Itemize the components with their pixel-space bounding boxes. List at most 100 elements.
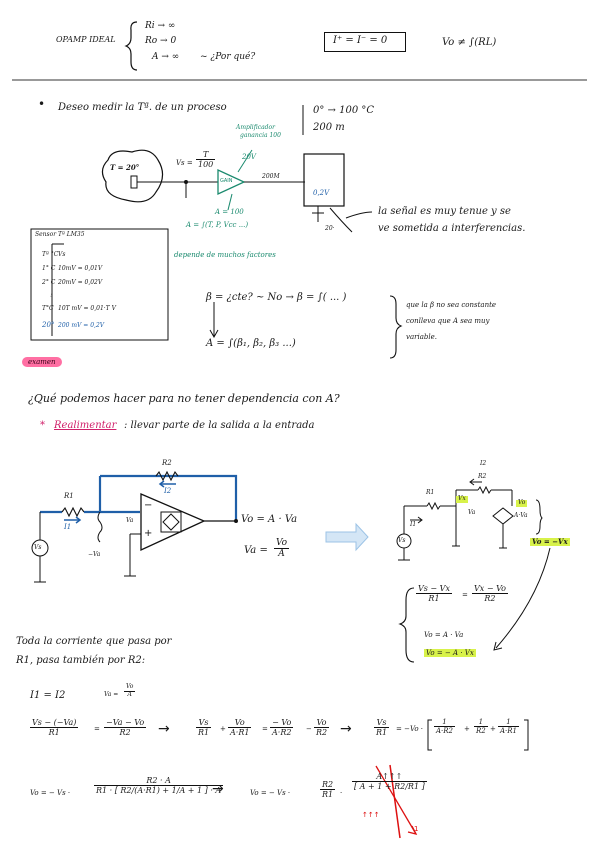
cancel-line-2: [375, 765, 417, 835]
noise-line-2: ve sometida a interferencias.: [378, 223, 526, 234]
i-equality: I1 = I2: [30, 690, 66, 701]
sensor-cell: 10T mV = 0,01·T V: [58, 305, 116, 312]
temp-label: T = 20°: [110, 163, 140, 172]
exam-badge: examen: [22, 357, 62, 367]
va-note: Va =: [104, 691, 119, 698]
feedback-label: Realimentar: [54, 420, 117, 431]
sensor-table-box: [30, 228, 169, 341]
header-ro: Ro → 0: [145, 36, 177, 46]
feedback-wire: [100, 474, 238, 521]
r2-resistor: [155, 470, 179, 482]
c3-i2: I2: [480, 460, 487, 467]
eq-term: Vs − (−Va)R1: [30, 718, 79, 738]
eq-op: →: [340, 721, 352, 737]
row2-final-fraction: A↑↑↑[ A + 1 + R2/R1 ]: [352, 772, 427, 792]
c2-i2: I2: [164, 487, 172, 495]
beta-line-1: β = ¿cte? ~ No → β = ∫( ... ): [206, 292, 347, 303]
row2-arrows: ↑↑↑: [362, 811, 380, 819]
sys-eq2: Vo = A · Va: [424, 631, 464, 639]
measure-text: Deseo medir la Tª. de un proceso: [58, 102, 227, 113]
sensor-cell: Vs: [58, 251, 66, 258]
header-vo: Vo ≠ ∫(RL): [442, 37, 497, 48]
eq-op: =: [262, 725, 268, 733]
header-title: OPAMP IDEAL: [56, 35, 116, 44]
sys-eq3: Vo = − A · Vx: [424, 649, 476, 657]
noise-line-1: la señal es muy tenue y se: [378, 206, 511, 217]
c3-result: Vo = −Vx: [530, 537, 570, 546]
sensor-title: Sensor Tª LM35: [35, 231, 85, 238]
c3-vo: Vo: [516, 499, 528, 507]
header-current-eq: I⁺ = I⁻ = 0: [333, 35, 388, 46]
bullet: •: [38, 97, 46, 111]
sensor-cell: ⋮: [48, 291, 54, 298]
measure-distance: 200 m: [313, 122, 345, 133]
eq-op: = −Vo ·: [396, 725, 424, 733]
amp-note-2: ganancia 100: [240, 132, 281, 139]
header-brace: [124, 21, 138, 71]
eq-op: =: [94, 725, 100, 733]
measure-range: 0° → 100 °C: [313, 105, 375, 116]
c2-r1: R1: [64, 492, 74, 500]
c2-va-eq: Va =: [244, 545, 268, 556]
c2-vs: Vs: [34, 544, 42, 551]
c3-vs: Vs: [398, 537, 406, 544]
current-line-1: Toda la corriente que pasa por: [16, 636, 172, 647]
opamp-triangle: [140, 493, 206, 552]
c3-vx: Vx: [456, 495, 468, 503]
beta-note-2: conlleva que A sea muy: [406, 317, 490, 325]
header-ri: Ri → ∞: [145, 21, 176, 31]
beta-note-3: variable.: [406, 333, 437, 341]
eq-op: −: [306, 725, 312, 733]
c3-va: Va: [468, 509, 476, 516]
ground-label: 20·: [325, 225, 335, 232]
beta-note-1: que la β no sea constante: [406, 301, 497, 309]
header-question: ~ ¿Por qué?: [200, 52, 256, 62]
row2-mid: Vo = − Vs ·: [250, 789, 291, 797]
vs-label: Vs =: [176, 159, 193, 167]
c3-i1: I1: [410, 521, 417, 528]
c3-r2: R2: [478, 473, 487, 480]
sensor-cell: 20°: [42, 321, 55, 329]
gain-value: A = 100: [215, 208, 244, 216]
sensor-cell: 1° C: [42, 265, 56, 272]
gain-function: A = ∫(T, P, Vcc ...): [186, 221, 249, 229]
sensor-cell: Tª °C: [42, 251, 59, 258]
amplifier-triangle: [217, 168, 246, 196]
amp-label: GAIN: [220, 178, 233, 184]
feedback-text: : llevar parte de la salida a la entrada: [124, 420, 315, 431]
current-line-2: R1, pasa también por R2:: [16, 655, 146, 666]
c2-plus: +: [144, 528, 153, 539]
r1-resistor: [61, 506, 85, 518]
amp-note-1: Amplificador: [236, 124, 275, 131]
feedback-star: *: [40, 420, 45, 431]
c2-i1: I1: [64, 523, 72, 531]
eq-op: →: [158, 721, 170, 737]
row2-arrow: →: [212, 781, 224, 797]
transform-arrow: [325, 522, 369, 552]
c2-r2: R2: [162, 459, 172, 467]
c2-neg-va: −Va: [88, 551, 101, 558]
sensor-cell: 2° C: [42, 279, 56, 286]
header-a: A → ∞: [152, 52, 180, 62]
sys-eq1-equals: =: [462, 591, 468, 599]
c2-va: Va: [126, 517, 134, 524]
question-text: ¿Qué podemos hacer para no tener depende…: [28, 392, 340, 405]
c3-source: A·Va: [514, 512, 528, 519]
sensor-cell: 20mV = 0,02V: [58, 279, 103, 286]
amp-output: 20V: [242, 153, 256, 161]
